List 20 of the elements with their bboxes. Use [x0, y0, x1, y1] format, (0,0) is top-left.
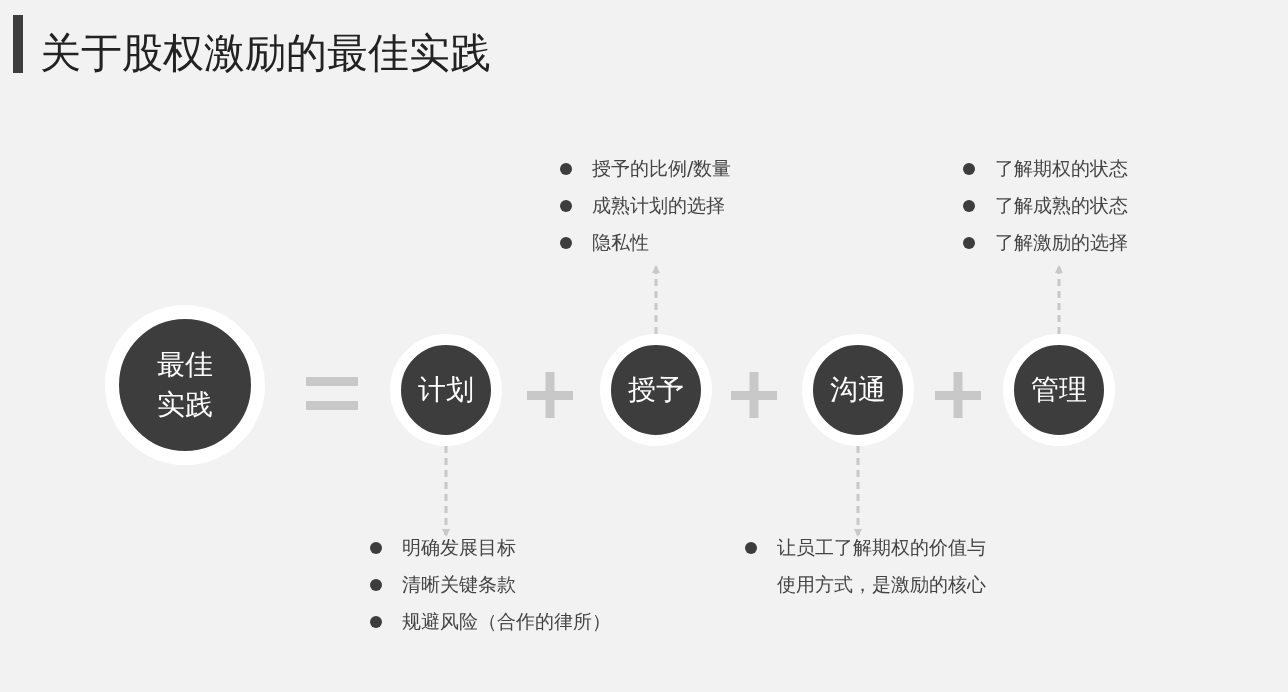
circle-node: 计划: [390, 334, 502, 446]
list-item: 了解成熟的状态: [995, 193, 1128, 218]
list-item: 规避风险（合作的律所）: [402, 609, 611, 634]
list-item: 了解期权的状态: [995, 156, 1128, 181]
circle-node: 沟通: [802, 334, 914, 446]
list-item: 隐私性: [592, 230, 649, 255]
list-item: 授予的比例/数量: [592, 156, 732, 181]
circle-node: 管理: [1003, 334, 1115, 446]
arrow: [442, 446, 450, 537]
arrow: [854, 446, 862, 537]
circle-node: 授予: [600, 334, 712, 446]
arrow: [1055, 265, 1063, 334]
arrow: [652, 265, 660, 334]
list-item: 成熟计划的选择: [592, 193, 725, 218]
circle-node: 最佳实践: [105, 305, 265, 465]
list-item: 清晰关键条款: [402, 572, 516, 597]
title: 关于股权激励的最佳实践: [40, 28, 491, 79]
list-item: 明确发展目标: [402, 535, 516, 560]
list-item: 了解激励的选择: [995, 230, 1128, 255]
list-item: 让员工了解期权的价值与使用方式，是激励的核心: [777, 535, 987, 597]
